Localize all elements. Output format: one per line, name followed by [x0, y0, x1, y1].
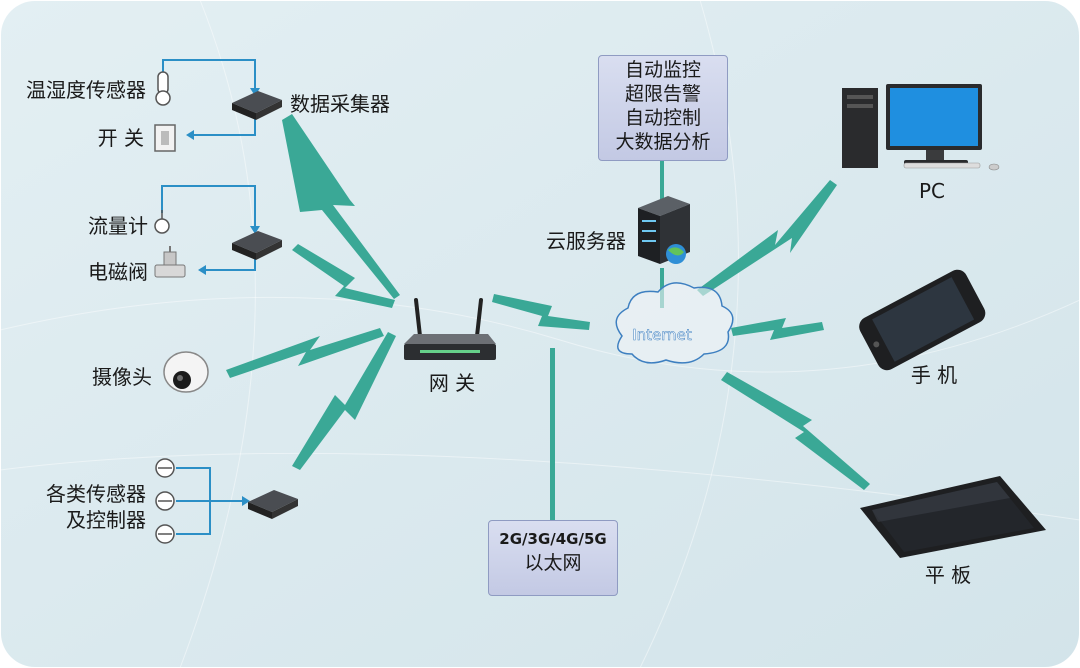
wireless-links	[226, 114, 870, 490]
tablet-icon	[860, 476, 1046, 558]
data-collector-device	[232, 91, 282, 120]
network-box: 2G/3G/4G/5G 以太网	[488, 520, 618, 596]
sensors-label-line2: 及控制器	[66, 508, 146, 532]
switch-label: 开 关	[98, 126, 144, 150]
gateway-router-icon	[404, 298, 496, 360]
function-link-line	[660, 158, 664, 206]
solenoid-valve-icon	[154, 246, 186, 278]
collector-label: 数据采集器	[290, 92, 390, 116]
cloud-server-label: 云服务器	[546, 229, 626, 253]
switch-icon	[154, 124, 176, 152]
cloud-server-icon	[638, 196, 690, 264]
camera-label: 摄像头	[92, 365, 152, 389]
camera-icon	[163, 351, 209, 393]
network-uplink-line	[550, 348, 555, 520]
network-ethernet: 以太网	[524, 552, 582, 574]
phone-label: 手 机	[911, 363, 957, 387]
pc-label: PC	[919, 179, 945, 203]
tablet-label: 平 板	[925, 563, 971, 587]
network-types: 2G/3G/4G/5G	[499, 530, 607, 548]
data-collector-device-2	[232, 231, 282, 260]
internet-cloud-icon	[615, 282, 734, 364]
internet-label: Internet	[632, 326, 692, 344]
controller-device	[248, 490, 298, 519]
temp-sensor-label: 温湿度传感器	[26, 78, 146, 102]
cloud-functions-box: 自动监控 超限告警 自动控制 大数据分析	[598, 55, 728, 161]
phone-icon	[859, 269, 986, 371]
valve-label: 电磁阀	[88, 260, 148, 284]
function-item: 自动控制	[624, 107, 701, 129]
function-item: 自动监控	[624, 59, 701, 81]
function-item: 大数据分析	[615, 131, 711, 153]
gateway-label: 网 关	[429, 371, 475, 395]
sensor-icon	[155, 458, 175, 544]
pc-icon	[842, 84, 1000, 171]
sensors-label-line1: 各类传感器	[46, 482, 146, 506]
thermometer-icon	[155, 71, 171, 106]
function-item: 超限告警	[624, 83, 701, 105]
flowmeter-label: 流量计	[88, 214, 148, 238]
flowmeter-icon	[154, 210, 170, 234]
